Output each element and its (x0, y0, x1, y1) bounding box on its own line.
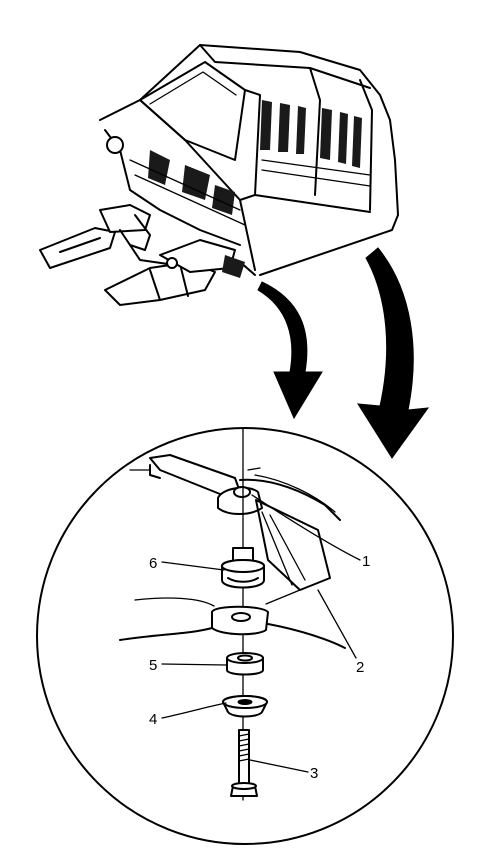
leader-line-6 (161, 561, 225, 571)
callout-5: 5 (149, 657, 157, 674)
leader-line-2 (317, 589, 357, 659)
callout-4: 4 (149, 711, 157, 728)
retainer-washer-part-4 (222, 695, 268, 718)
pointer-arrows (257, 247, 430, 459)
right-curved-arrow (357, 247, 430, 459)
mount-detail-parts (119, 427, 346, 801)
left-curved-arrow (257, 281, 323, 420)
bolt-part-3 (230, 729, 258, 797)
callout-6: 6 (149, 555, 157, 572)
leader-line-1 (251, 494, 361, 561)
leader-line-5 (161, 663, 227, 666)
callout-labels: 1 2 3 4 5 6 (149, 553, 370, 782)
vehicle-body-frame-illustration (39, 44, 399, 306)
detail-view-circle (36, 427, 454, 845)
leader-lines (161, 494, 361, 773)
leader-line-4 (161, 702, 227, 719)
lower-cushion-part-5 (226, 652, 264, 676)
leader-line-3 (249, 759, 309, 773)
callout-2: 2 (356, 659, 364, 676)
callout-1: 1 (362, 553, 370, 570)
upper-cushion-part-6 (221, 547, 265, 589)
callout-3: 3 (310, 765, 318, 782)
